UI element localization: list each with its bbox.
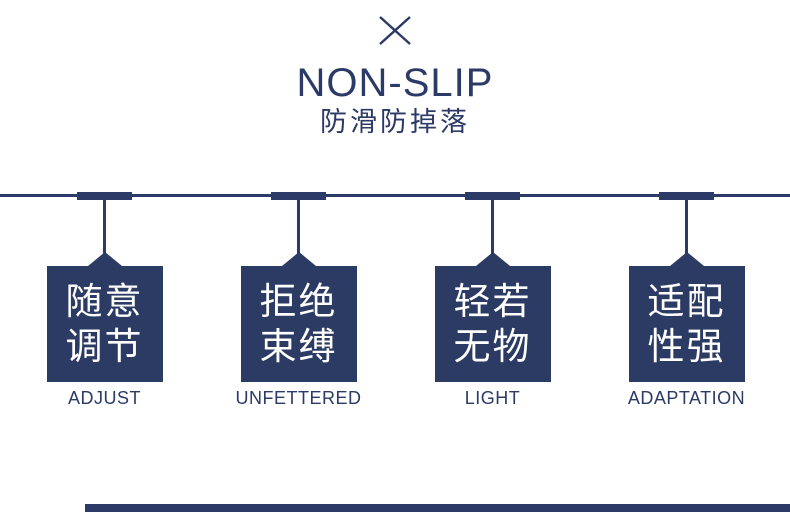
feature-zh-line1: 拒绝 xyxy=(259,281,338,322)
feature-zh-line2: 束缚 xyxy=(259,326,338,367)
card-peak xyxy=(669,252,704,266)
rope-clip xyxy=(77,192,132,200)
rope-line xyxy=(0,194,790,197)
feature-zh-line2: 无物 xyxy=(453,326,532,367)
x-mark-icon xyxy=(378,15,412,51)
feature-caption: LIGHT xyxy=(464,388,521,408)
hanging-string xyxy=(685,197,688,257)
feature-zh-line2: 性强 xyxy=(647,326,726,367)
feature-zh-line2: 调节 xyxy=(65,326,144,367)
hanging-string xyxy=(103,197,106,257)
feature-card: 适配 性强 xyxy=(628,266,745,382)
feature-card: 拒绝 束缚 xyxy=(240,266,357,382)
hanging-string xyxy=(297,197,300,257)
feature-zh-line1: 随意 xyxy=(65,281,144,322)
hanging-string xyxy=(491,197,494,257)
feature-hanger-light: 轻若 无物 LIGHT xyxy=(434,0,551,512)
feature-hanger-unfettered: 拒绝 束缚 UNFETTERED xyxy=(236,0,361,512)
feature-hanger-adjust: 随意 调节 ADJUST xyxy=(46,0,163,512)
rope-clip xyxy=(465,192,520,200)
feature-caption: ADAPTATION xyxy=(627,388,746,408)
card-peak xyxy=(475,252,510,266)
feature-zh-line1: 轻若 xyxy=(453,281,532,322)
feature-zh-line1: 适配 xyxy=(647,281,726,322)
section-title: NON-SLIP xyxy=(296,61,494,105)
feature-card: 随意 调节 xyxy=(46,266,163,382)
feature-card: 轻若 无物 xyxy=(434,266,551,382)
rope-clip xyxy=(271,192,326,200)
feature-caption: UNFETTERED xyxy=(235,388,362,408)
feature-hanger-adaptation: 适配 性强 ADAPTATION xyxy=(628,0,745,512)
rope-clip xyxy=(659,192,714,200)
card-peak xyxy=(281,252,316,266)
section-subtitle: 防滑防掉落 xyxy=(320,107,470,137)
next-section-edge xyxy=(85,504,790,512)
feature-caption: ADJUST xyxy=(67,388,141,408)
card-peak xyxy=(87,252,122,266)
